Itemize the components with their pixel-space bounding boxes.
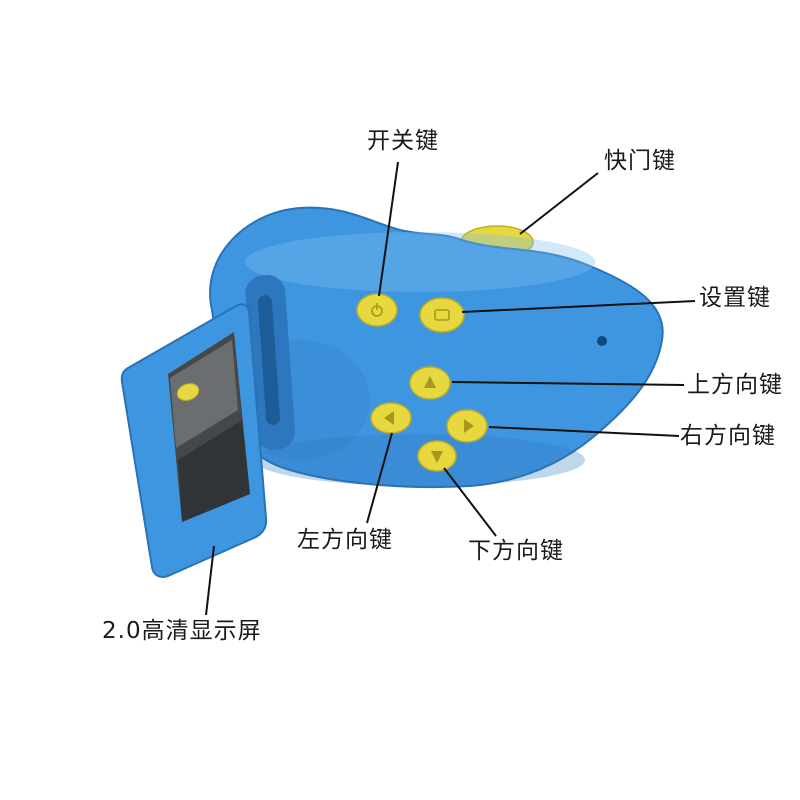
settings-icon (434, 309, 450, 321)
annotation-line-right (488, 426, 680, 437)
hinge-slot (257, 295, 281, 425)
settings-button (419, 297, 465, 333)
flip-screen (120, 303, 268, 578)
annotation-line-power (378, 161, 399, 297)
power-key-label: 开关键 (367, 128, 439, 154)
annotation-lines (205, 161, 696, 616)
down-key-label: 下方向键 (468, 538, 564, 564)
down-arrow-icon (431, 451, 443, 463)
right-key-label: 右方向键 (680, 423, 776, 449)
body-accent-dot (597, 336, 607, 346)
power-button (356, 293, 398, 327)
display-lower-texture (178, 420, 250, 522)
right-direction-button (446, 409, 488, 443)
annotation-line-settings (461, 300, 696, 313)
down-direction-button (417, 440, 457, 472)
annotation-line-shutter (519, 172, 599, 235)
up-direction-button (409, 366, 451, 400)
annotation-line-screen (205, 545, 215, 616)
left-arrow-icon (384, 411, 394, 425)
left-key-label: 左方向键 (297, 527, 393, 553)
annotation-line-left (366, 432, 393, 524)
display-reflection (170, 340, 238, 448)
settings-key-label: 设置键 (699, 285, 771, 311)
shutter-key-label: 快门键 (604, 148, 676, 174)
annotation-line-down (443, 467, 497, 537)
up-key-label: 上方向键 (687, 372, 783, 398)
up-arrow-icon (424, 376, 436, 388)
body-highlight (245, 232, 595, 292)
left-direction-button (370, 402, 412, 434)
annotation-line-up (451, 381, 685, 386)
screen-label: 2.0高清显示屏 (102, 618, 262, 644)
camera-body (209, 206, 664, 489)
right-arrow-icon (464, 419, 474, 433)
screen-frame-yellow-dot (176, 383, 200, 401)
